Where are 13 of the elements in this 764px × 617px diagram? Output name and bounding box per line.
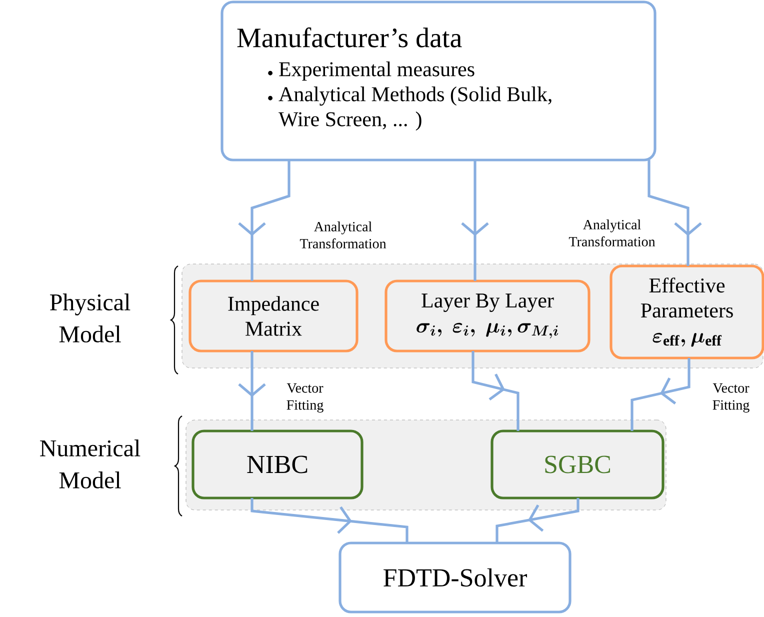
model-box: Impedance Matrix [188, 280, 358, 352]
edge-label: Vector Fitting [286, 383, 324, 413]
band-label: Numerical Model [40, 440, 140, 488]
source-box: Manufacturer’s data Experimental measures Analytical Methods (Solid Bulk, Wire Screen, ... ) [220, 0, 656, 162]
edge-label: Analytical Transformation [300, 222, 386, 248]
solver-box: FDTD-Solver [338, 542, 572, 614]
model-box: Effective Parameters $\varepsilon_{\mathrm{eff}}, \mu_{\mathrm{eff}}$ [610, 264, 764, 360]
edge-label: Analytical Transformation [568, 220, 656, 246]
edge-label: Vector Fitting [712, 383, 750, 413]
model-box: Layer By Layer $\sigma_i,\ \varepsilon_i,\ \mu_i, \sigma_{M,i}$ [384, 280, 590, 352]
condition-box: SGBC [490, 430, 664, 500]
band-label: Physical Model [50, 294, 130, 342]
condition-box: NIBC [192, 430, 364, 500]
